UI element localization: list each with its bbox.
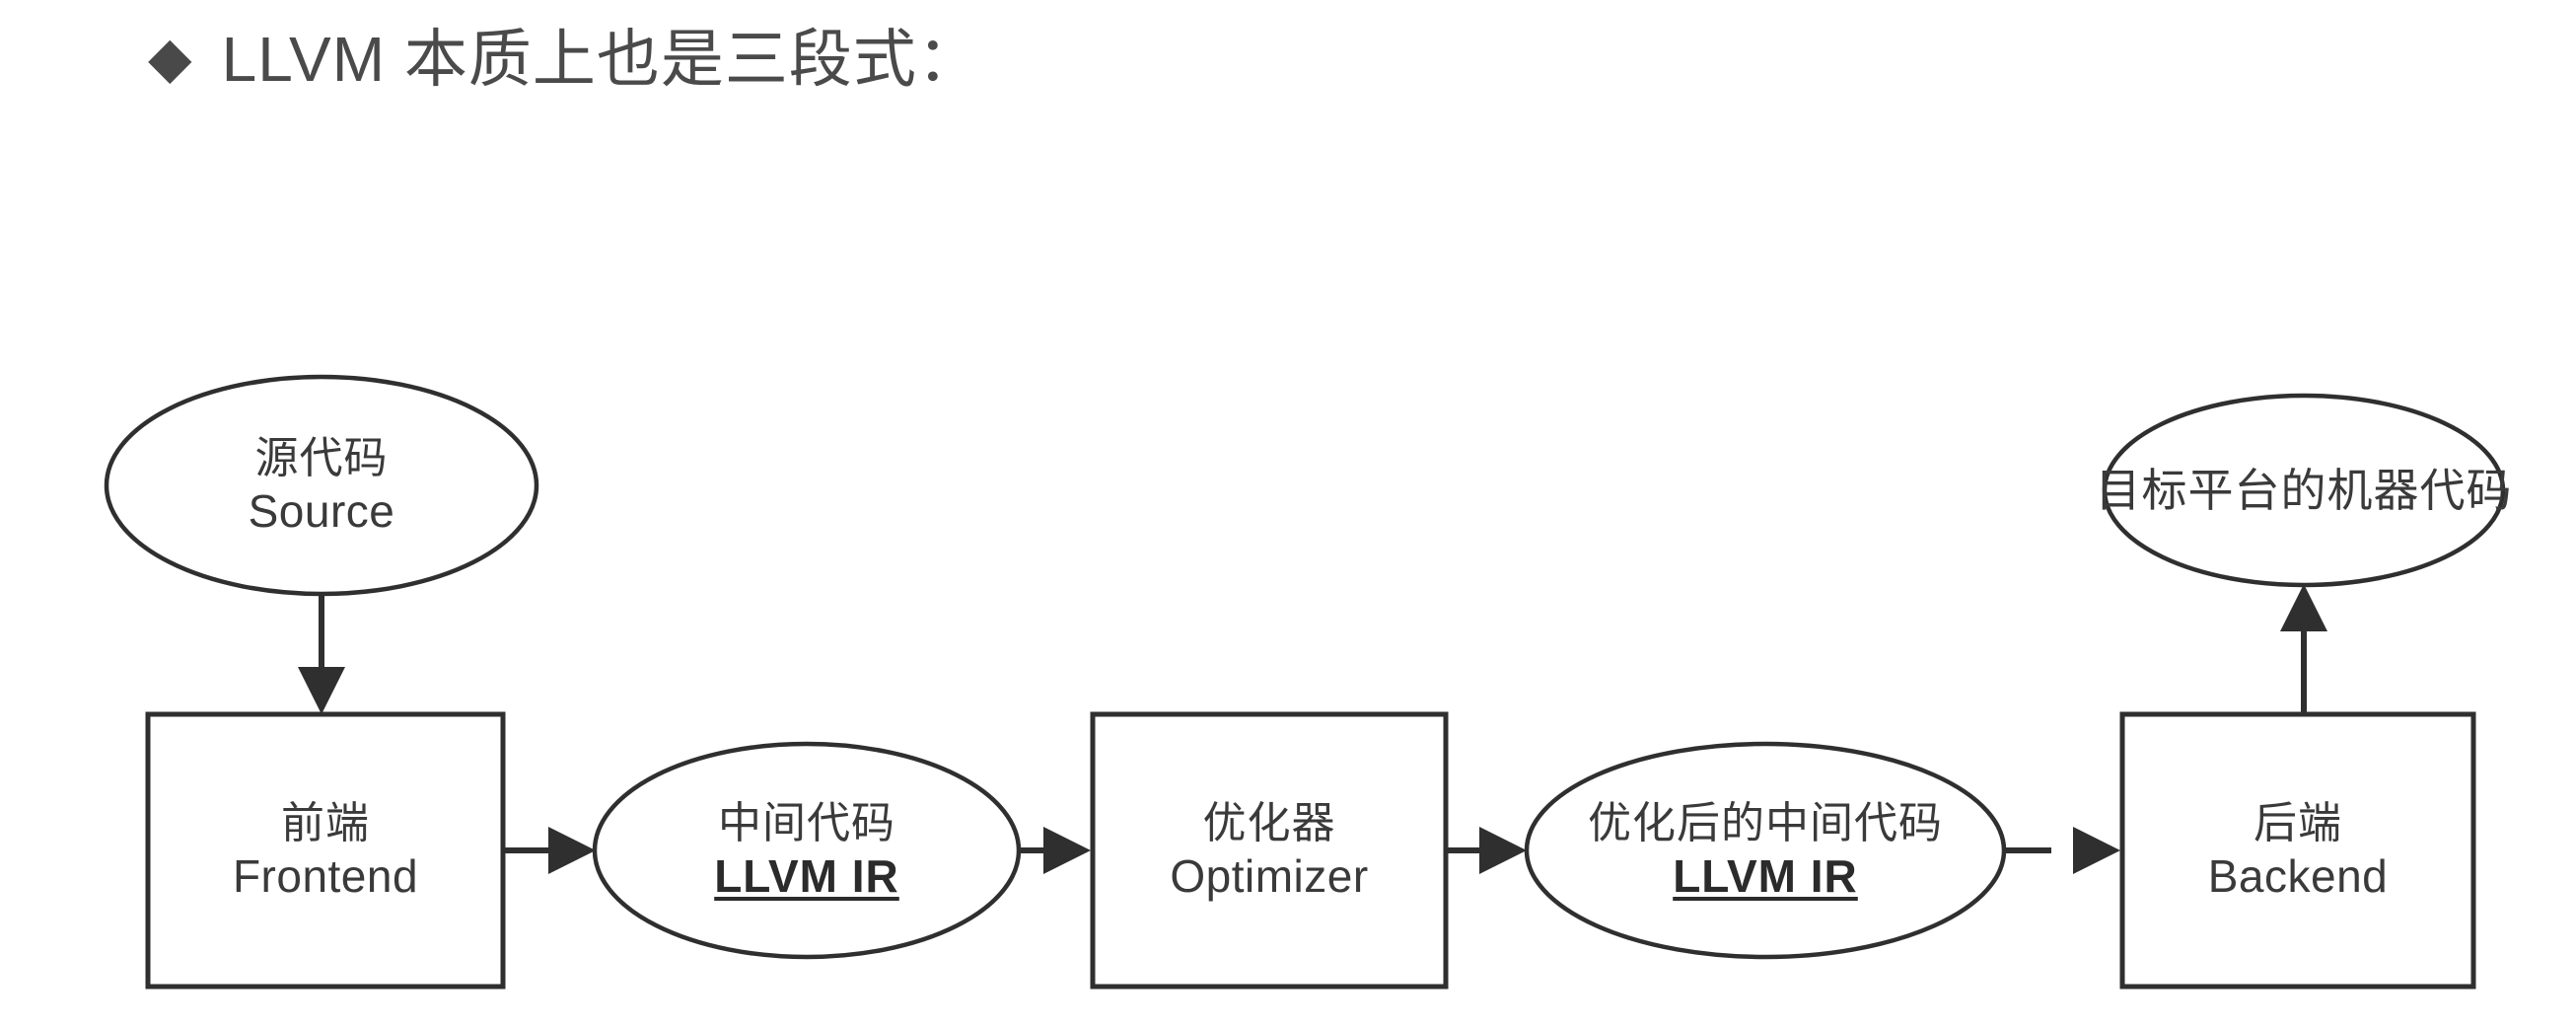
slide-title: ◆ LLVM 本质上也是三段式： xyxy=(148,24,981,95)
edge-ir-in-to-optimizer xyxy=(1019,827,1091,874)
edge-ir-out-to-backend xyxy=(2004,827,2120,874)
page-title: LLVM 本质上也是三段式： xyxy=(221,24,981,95)
node-shape-ir-in[interactable] xyxy=(592,741,1022,960)
node-shape-ir-out[interactable] xyxy=(1524,741,2007,960)
edge-optimizer-to-ir-out xyxy=(1446,827,1527,874)
node-shape-optimizer[interactable] xyxy=(1090,711,1449,990)
node-shape-frontend[interactable] xyxy=(145,711,506,990)
edge-frontend-to-ir-in xyxy=(503,827,596,874)
filled-diamond-bullet-icon: ◆ xyxy=(148,26,192,90)
node-shape-machine-code[interactable] xyxy=(2102,393,2506,588)
edge-backend-to-machine-code xyxy=(2280,584,2327,714)
edge-source-to-frontend xyxy=(298,594,345,714)
node-shape-source[interactable] xyxy=(104,374,539,597)
node-shape-backend[interactable] xyxy=(2119,711,2476,990)
